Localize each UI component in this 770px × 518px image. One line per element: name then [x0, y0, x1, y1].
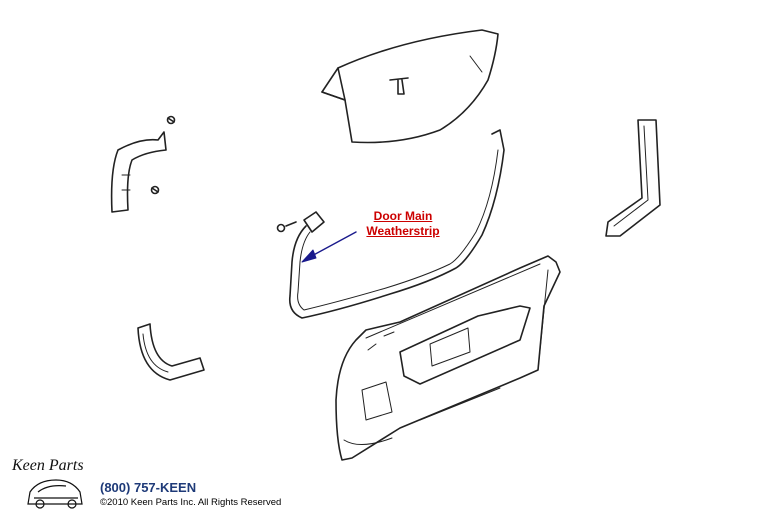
left-upper-molding: [110, 131, 167, 213]
callout-line-2: Weatherstrip: [366, 224, 440, 238]
door-main-weatherstrip-link[interactable]: Door Main Weatherstrip: [357, 209, 449, 239]
copyright-text: ©2010 Keen Parts Inc. All Rights Reserve…: [100, 497, 282, 508]
door-main-weatherstrip: [276, 129, 505, 319]
callout-line-1: Door Main: [373, 209, 433, 223]
right-vertical-molding: [605, 119, 661, 237]
keen-parts-logo: Keen Parts: [11, 457, 84, 509]
upper-door-panel: [321, 29, 499, 144]
svg-text:Keen Parts: Keen Parts: [11, 457, 84, 474]
left-lower-molding: [137, 323, 205, 381]
screw-2: [150, 185, 160, 195]
callout-arrow: [301, 231, 357, 263]
door-trim-panel: [335, 255, 561, 461]
screw-1: [166, 115, 176, 125]
phone-number: (800) 757-KEEN: [100, 480, 197, 495]
